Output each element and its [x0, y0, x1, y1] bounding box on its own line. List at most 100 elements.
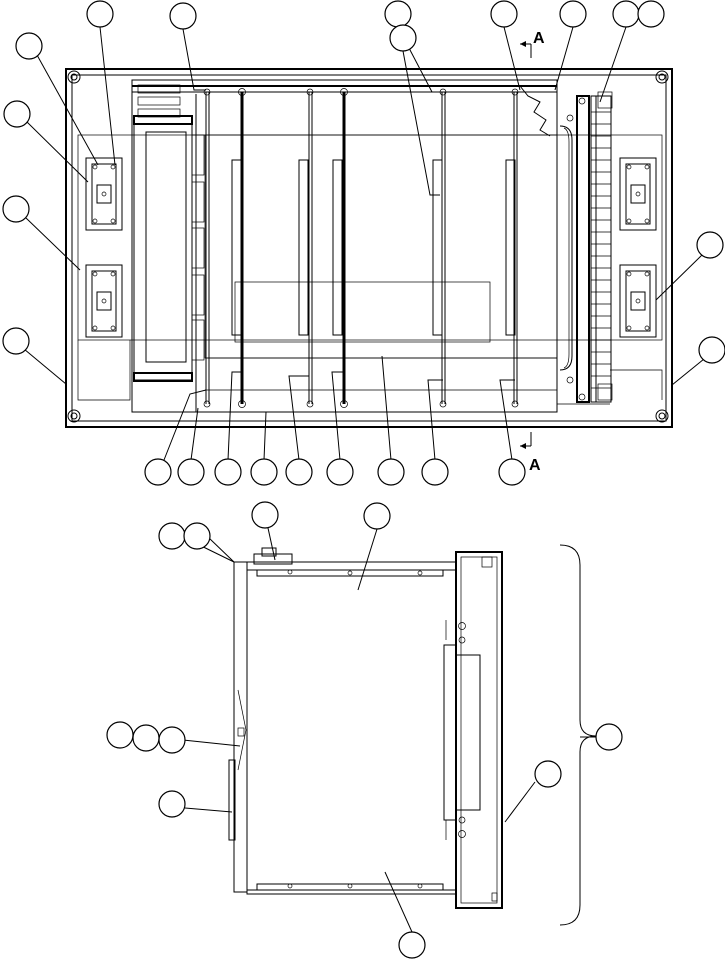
callout-bubble — [326, 458, 354, 486]
callout-bubble — [2, 327, 30, 355]
callout-bubble — [696, 231, 724, 259]
terminal-strips — [591, 111, 611, 389]
section-label-bottom: A — [529, 457, 541, 474]
leader-line — [554, 26, 574, 91]
pcb-card — [231, 159, 242, 336]
callout-bubble — [132, 724, 160, 752]
top-view — [65, 68, 673, 428]
power-module — [133, 115, 205, 382]
bottom-rail — [246, 883, 457, 895]
callout-bubble — [384, 0, 412, 28]
callout-bubble — [421, 458, 449, 486]
guide-rod-thick — [340, 88, 348, 408]
side-view — [228, 544, 597, 926]
leader-line — [190, 407, 199, 461]
leader-line — [503, 26, 521, 91]
leader-line — [208, 537, 235, 563]
callout-bubble — [285, 458, 313, 486]
leader-line — [599, 26, 627, 103]
pcb-card — [432, 159, 443, 336]
leader-line — [227, 371, 242, 461]
top-rail — [246, 547, 457, 577]
callout-bubble — [490, 0, 518, 28]
corner-screw — [655, 409, 669, 423]
leader-line — [23, 348, 67, 385]
back-panel — [204, 134, 558, 359]
leader-line — [182, 28, 206, 91]
callout-bubble — [86, 0, 114, 28]
guide-rod-thick — [238, 88, 246, 408]
callout-bubble — [183, 522, 211, 550]
section-mark-bottom: A — [520, 432, 541, 474]
corner-screw — [655, 70, 669, 84]
callout-bubble — [595, 723, 623, 751]
leader-line — [655, 254, 703, 301]
leader-line — [99, 26, 116, 166]
leader-line — [25, 217, 81, 271]
callout-bubble — [637, 0, 665, 28]
leader-line — [381, 355, 392, 461]
callout-bubble — [144, 458, 172, 486]
pcb-card — [332, 159, 343, 336]
guide-rod — [203, 88, 211, 408]
callout-bubble — [158, 726, 186, 754]
leader-lines — [23, 26, 705, 933]
leader-line — [288, 375, 309, 461]
callout-bubble — [250, 458, 278, 486]
callout-bubble — [698, 336, 725, 364]
leader-line — [504, 781, 536, 823]
callout-bubble — [158, 522, 186, 550]
callout-bubble — [106, 721, 134, 749]
leader-line — [384, 871, 413, 933]
connector-plate-right-upper — [619, 157, 657, 231]
leader-line — [671, 358, 705, 386]
callout-bubble — [612, 0, 640, 28]
leader-line — [499, 379, 515, 461]
gasket-outline — [77, 134, 663, 341]
callout-bubble — [214, 458, 242, 486]
terminal-block — [566, 91, 613, 403]
corner-screw — [67, 70, 81, 84]
callout-bubble — [158, 790, 186, 818]
callout-bubble — [377, 458, 405, 486]
leader-line — [26, 121, 89, 183]
callout-bubble — [498, 458, 526, 486]
callout-bubble — [534, 760, 562, 788]
leader-line — [331, 371, 344, 461]
callout-bubble — [559, 0, 587, 28]
leader-line — [402, 50, 440, 196]
guide-rod — [306, 88, 314, 408]
callout-bubble — [363, 502, 391, 530]
callout-bubble — [177, 458, 205, 486]
connector-plate-right-lower — [619, 264, 657, 338]
vent-grille — [137, 84, 181, 118]
callout-bubble — [169, 2, 197, 30]
callout-bubble — [15, 32, 43, 60]
leader-line — [427, 379, 443, 461]
panel-outer-frame — [65, 68, 673, 428]
callout-bubble — [3, 100, 31, 128]
leader-line — [36, 54, 99, 166]
assembly-brace — [559, 544, 597, 926]
connector-plate-left-upper — [85, 157, 123, 231]
callout-bubble — [2, 195, 30, 223]
guide-rod — [511, 88, 519, 408]
leader-line — [267, 527, 276, 561]
leader-line — [263, 411, 267, 461]
section-label-top: A — [533, 30, 545, 47]
leader-line — [184, 807, 233, 813]
callout-bubble — [251, 501, 279, 529]
leader-line — [163, 389, 207, 461]
pcb-card — [505, 159, 516, 336]
guide-rod — [439, 88, 447, 408]
panel-inner-frame — [71, 74, 667, 422]
flange-box — [443, 551, 503, 909]
leader-line — [357, 528, 378, 591]
connector-plate-left-lower — [85, 264, 123, 338]
corner-screw — [67, 409, 81, 423]
callout-bubble — [398, 931, 426, 959]
leader-line — [182, 739, 241, 747]
pcb-card — [298, 159, 309, 336]
